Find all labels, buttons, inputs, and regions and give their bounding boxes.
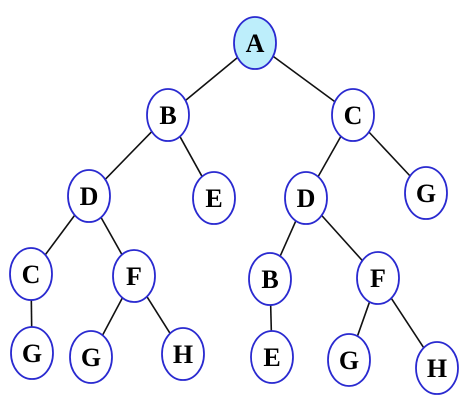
- node-label: G: [22, 339, 42, 368]
- tree-node-d-6: D: [284, 171, 328, 225]
- node-label: E: [205, 184, 222, 213]
- tree-node-g-16: G: [327, 333, 371, 387]
- node-ellipse: [69, 330, 113, 384]
- node-ellipse: [356, 251, 400, 305]
- tree-node-g-7: G: [404, 166, 448, 220]
- node-label: D: [80, 182, 99, 211]
- node-label: C: [344, 101, 363, 130]
- tree-node-e-15: E: [250, 330, 294, 384]
- edge-n11-n16: [356, 301, 371, 337]
- edge-n2-n5: [179, 136, 203, 177]
- node-ellipse: [192, 171, 236, 225]
- tree-node-b-10: B: [248, 252, 292, 306]
- tree-node-h-17: H: [415, 341, 459, 395]
- edge-n3-n7: [368, 131, 411, 177]
- node-label: G: [416, 179, 436, 208]
- node-ellipse: [284, 171, 328, 225]
- edge-n4-n8: [44, 214, 76, 256]
- edge-n10-n15: [269, 304, 273, 332]
- node-label: B: [159, 101, 176, 130]
- node-label: C: [22, 260, 41, 289]
- edge-n9-n13: [101, 297, 124, 336]
- tree-node-f-11: F: [356, 251, 400, 305]
- edge-n4-n9: [100, 216, 123, 256]
- node-label: A: [246, 29, 265, 58]
- tree-node-g-12: G: [10, 326, 54, 380]
- node-label: B: [261, 265, 278, 294]
- node-ellipse: [10, 326, 54, 380]
- edge-n2-n4: [104, 131, 153, 180]
- node-label: E: [263, 343, 280, 372]
- edge-n1-n2: [184, 56, 239, 102]
- node-label: F: [370, 264, 386, 293]
- tree-node-c-3: C: [331, 88, 375, 142]
- node-ellipse: [9, 247, 53, 301]
- edges-layer: [30, 55, 425, 349]
- edge-n6-n11: [321, 214, 363, 262]
- node-ellipse: [404, 166, 448, 220]
- tree-node-a-1: A: [233, 16, 277, 70]
- node-label: D: [297, 184, 316, 213]
- node-label: G: [81, 343, 101, 372]
- node-ellipse: [415, 341, 459, 395]
- tree-node-e-5: E: [192, 171, 236, 225]
- edge-n6-n10: [279, 220, 297, 257]
- tree-node-f-9: F: [112, 249, 156, 303]
- node-label: H: [173, 340, 193, 369]
- node-ellipse: [161, 327, 205, 381]
- nodes-layer: A B C D E D G C F B F G G H E G H: [9, 16, 459, 395]
- node-label: G: [339, 346, 359, 375]
- node-ellipse: [233, 16, 277, 70]
- tree-node-g-13: G: [69, 330, 113, 384]
- tree-node-d-4: D: [67, 169, 111, 223]
- edge-n1-n3: [272, 55, 336, 103]
- node-ellipse: [327, 333, 371, 387]
- edge-n11-n17: [390, 297, 425, 349]
- node-ellipse: [331, 88, 375, 142]
- node-ellipse: [250, 330, 294, 384]
- edge-n9-n14: [146, 296, 171, 334]
- tree-node-b-2: B: [146, 88, 190, 142]
- node-ellipse: [248, 252, 292, 306]
- node-label: F: [126, 262, 142, 291]
- node-label: H: [427, 354, 447, 383]
- tree-node-c-8: C: [9, 247, 53, 301]
- node-ellipse: [146, 88, 190, 142]
- node-ellipse: [67, 169, 111, 223]
- edge-n3-n6: [317, 135, 342, 178]
- node-ellipse: [112, 249, 156, 303]
- tree-node-h-14: H: [161, 327, 205, 381]
